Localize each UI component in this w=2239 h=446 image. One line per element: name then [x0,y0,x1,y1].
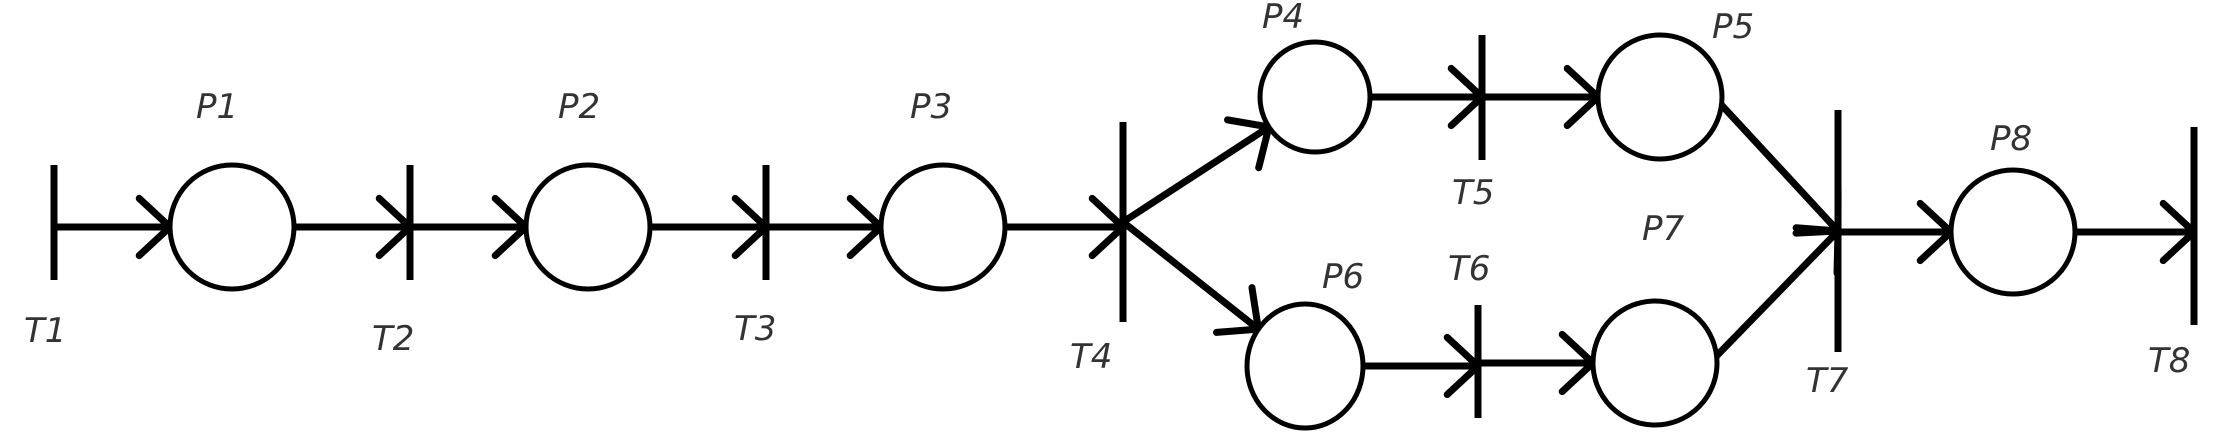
place-p4 [1257,39,1373,155]
place-label-p5: P5 [1712,7,1754,47]
transition-label-t4: T4 [1070,337,1112,377]
transition-label-t8: T8 [2148,341,2190,381]
place-p7 [1590,298,1720,428]
place-p3 [878,162,1008,292]
place-label-p3: P3 [910,87,952,127]
arc-p7-t7 [1713,227,1842,360]
transition-label-t3: T3 [734,309,776,349]
place-p6 [1244,301,1366,431]
place-p2 [523,162,653,292]
place-p8 [1948,167,2078,297]
transition-label-t7: T7 [1806,361,1849,401]
arc-p5-t7 [1717,101,1842,235]
place-label-p1: P1 [196,87,238,127]
place-label-p7: P7 [1642,209,1685,249]
places-layer [167,32,2078,431]
place-label-p2: P2 [558,87,600,127]
transition-label-t2: T2 [372,319,414,359]
arc-t4-p6 [1119,218,1262,333]
place-label-p6: P6 [1322,257,1364,297]
place-label-p4: P4 [1262,0,1304,37]
transitions-layer [50,35,2198,418]
place-label-p8: P8 [1990,119,2032,159]
place-p5 [1595,32,1725,162]
place-p1 [167,162,297,292]
transition-label-t1: T1 [24,311,66,351]
transition-label-t6: T6 [1448,249,1490,289]
transition-label-t5: T5 [1452,173,1494,213]
arc-t4-p4 [1119,123,1273,226]
